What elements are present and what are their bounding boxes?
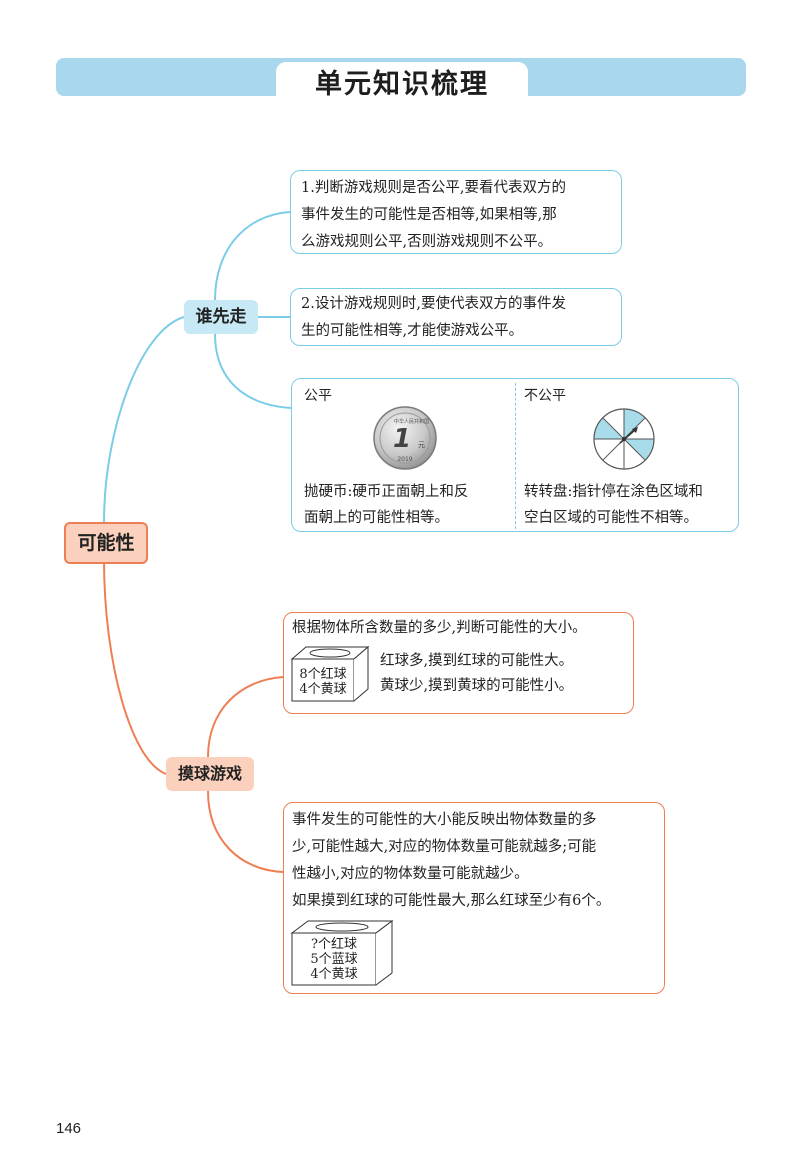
coin-year: 2019 — [397, 456, 412, 463]
reflect-text: 事件发生的可能性的大小能反映出物体数量的多 少,可能性越大,对应的物体数量可能就… — [292, 807, 610, 915]
branch-node-first: 谁先走 — [184, 300, 258, 334]
box-b-line: 5个蓝球 — [310, 952, 358, 967]
box-b-line: ?个红球 — [311, 937, 357, 952]
unfair-caption-line: 空白区域的可能性不相等。 — [524, 510, 698, 526]
box-b-line: 4个黄球 — [310, 967, 358, 982]
connector-second-to-box4 — [207, 676, 284, 758]
page-title: 单元知识梳理 — [315, 69, 489, 100]
spinner-icon — [593, 408, 655, 470]
ball-box-a-icon — [290, 645, 370, 702]
unfair-caption: 转转盘:指针停在涂色区域和 空白区域的可能性不相等。 — [524, 479, 703, 531]
judge-text: 根据物体所含数量的多少,判断可能性的大小。 — [292, 620, 587, 636]
coin-rim-text: 中华人民共和国 — [394, 418, 429, 425]
fair-label: 公平 — [304, 388, 332, 404]
reflect-line: 如果摸到红球的可能性最大,那么红球至少有6个。 — [292, 893, 611, 909]
branch-node-second: 摸球游戏 — [166, 757, 254, 791]
rule-box-2: 2.设计游戏规则时,要使代表双方的事件发 生的可能性相等,才能使游戏公平。 — [290, 288, 622, 346]
judge-results: 红球多,摸到红球的可能性大。 黄球少,摸到黄球的可能性小。 — [380, 649, 573, 699]
fair-caption-line: 抛硬币:硬币正面朝上和反 — [304, 484, 469, 500]
box-a-line: 8个红球 — [299, 667, 347, 682]
rule1-line: 事件发生的可能性是否相等,如果相等,那 — [301, 207, 557, 223]
fair-caption-line: 面朝上的可能性相等。 — [304, 510, 449, 526]
result-line: 黄球少,摸到黄球的可能性小。 — [380, 678, 574, 694]
unfair-caption-line: 转转盘:指针停在涂色区域和 — [524, 484, 703, 500]
rule2-line: 2.设计游戏规则时,要使代表双方的事件发 — [301, 296, 566, 312]
box-b-contents: ?个红球 5个蓝球 4个黄球 — [292, 937, 376, 982]
title-box — [276, 62, 528, 106]
example-divider — [515, 383, 516, 529]
box-a-contents: 8个红球 4个黄球 — [292, 667, 354, 697]
coin-char: 元 — [418, 441, 425, 449]
coin-digit: 1 — [393, 424, 411, 454]
connector-first-to-box3 — [214, 333, 292, 409]
reflect-box: 事件发生的可能性的大小能反映出物体数量的多 少,可能性越大,对应的物体数量可能就… — [283, 802, 665, 994]
ball-box-b-icon — [290, 920, 394, 986]
connector-root-to-second — [103, 559, 167, 775]
unfair-label: 不公平 — [524, 388, 566, 404]
result-line: 红球多,摸到红球的可能性大。 — [380, 653, 574, 669]
connector-second-to-box5 — [207, 790, 284, 873]
reflect-line: 少,可能性越大,对应的物体数量可能就越多;可能 — [292, 839, 597, 855]
connector-first-to-box1 — [214, 211, 291, 301]
rule-box-1: 1.判断游戏规则是否公平,要看代表双方的 事件发生的可能性是否相等,如果相等,那… — [290, 170, 622, 254]
rule1-line: 么游戏规则公平,否则游戏规则不公平。 — [301, 234, 553, 250]
box-a-line: 4个黄球 — [299, 682, 347, 697]
root-node: 可能性 — [64, 522, 148, 564]
reflect-line: 事件发生的可能性的大小能反映出物体数量的多 — [292, 812, 597, 828]
rule2-line: 生的可能性相等,才能使游戏公平。 — [301, 323, 524, 339]
fair-caption: 抛硬币:硬币正面朝上和反 面朝上的可能性相等。 — [304, 479, 468, 531]
page-number: 146 — [56, 1120, 82, 1137]
rule1-line: 1.判断游戏规则是否公平,要看代表双方的 — [301, 180, 566, 196]
coin-icon: 中华人民共和国 1 元 2019 — [373, 406, 437, 470]
example-box: 公平 不公平 中华人民共和国 1 元 2019 — [291, 378, 739, 532]
connector-root-to-first — [103, 316, 185, 523]
judge-box: 根据物体所含数量的多少,判断可能性的大小。 8个红球 4个黄球 红球多,摸到红球… — [283, 612, 634, 714]
reflect-line: 性越小,对应的物体数量可能就越少。 — [292, 866, 529, 882]
